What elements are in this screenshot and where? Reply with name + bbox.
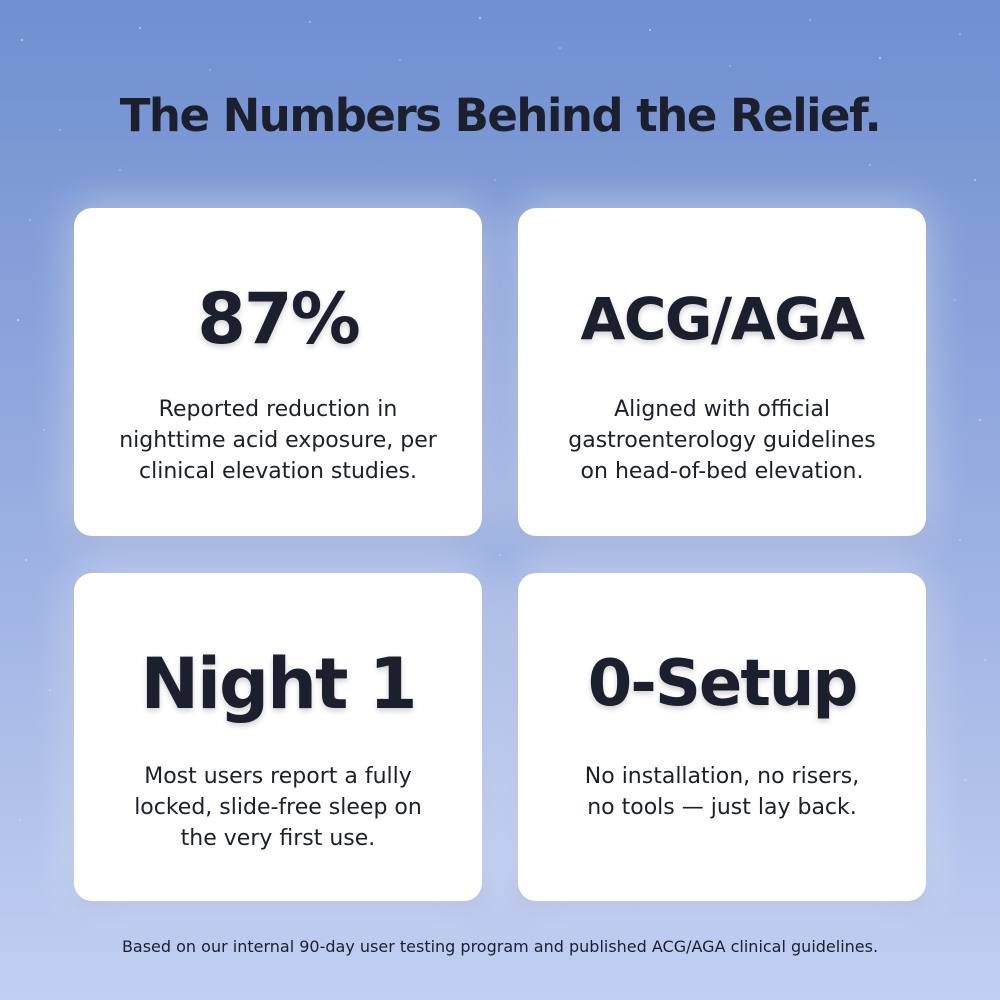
stat-value: Night 1 bbox=[140, 643, 417, 725]
stat-value: 0-Setup bbox=[587, 647, 859, 721]
stat-description: Reported reduction in nighttime acid exp… bbox=[119, 397, 437, 484]
page-title: The Numbers Behind the Relief. bbox=[119, 89, 882, 142]
stat-description: No installation, no risers, no tools — j… bbox=[584, 764, 860, 820]
stat-value: 87% bbox=[197, 278, 361, 360]
footnote: Based on our internal 90-day user testin… bbox=[121, 937, 879, 956]
stat-card-guidelines: ACG/AGA Aligned with official gastroente… bbox=[518, 208, 926, 536]
stat-card-acid-reduction: 87% Reported reduction in nighttime acid… bbox=[74, 208, 482, 536]
stat-description: Most users report a fully locked, slide-… bbox=[134, 764, 422, 851]
stat-card-night-one: Night 1 Most users report a fully locked… bbox=[74, 573, 482, 901]
stat-value: ACG/AGA bbox=[580, 285, 865, 353]
stat-card-zero-setup: 0-Setup No installation, no risers, no t… bbox=[518, 573, 926, 901]
stat-description: Aligned with official gastroenterology g… bbox=[568, 397, 876, 484]
